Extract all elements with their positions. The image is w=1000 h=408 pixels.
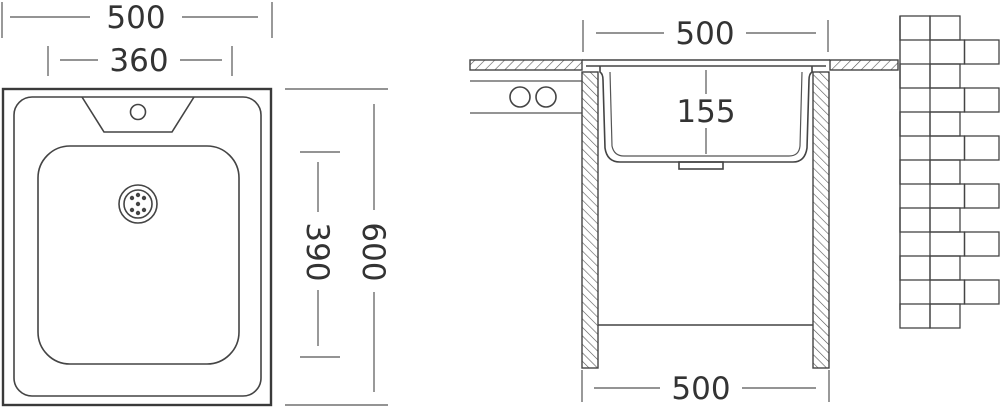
faucet-hole-icon <box>129 103 147 121</box>
brick <box>929 159 961 185</box>
brick <box>899 255 931 281</box>
brick <box>963 135 1000 161</box>
brick <box>899 111 931 137</box>
brick <box>929 15 961 41</box>
brick <box>929 183 966 209</box>
bowl-profile-inner <box>609 71 803 157</box>
sink-rim <box>13 96 262 397</box>
countertop-right <box>829 59 899 71</box>
brick <box>963 183 1000 209</box>
top-width-label: 500 <box>675 16 734 52</box>
brick <box>929 279 966 305</box>
brick <box>929 207 961 233</box>
brick <box>963 231 1000 257</box>
brick-wall-icon <box>899 15 1000 329</box>
brick <box>929 231 966 257</box>
brick <box>929 39 966 65</box>
faucet-deck <box>81 96 195 133</box>
brick <box>899 63 931 89</box>
dimension-bowl-height: 155 <box>676 70 736 154</box>
drain-outlet <box>678 161 724 170</box>
dimension-bowl-width: 360 <box>47 43 233 79</box>
brick <box>929 255 961 281</box>
brick <box>963 87 1000 113</box>
brick <box>899 207 931 233</box>
overall-depth-label: 600 <box>355 222 391 281</box>
pipe-icon <box>470 80 582 114</box>
dimension-top-width: 500 <box>582 16 829 52</box>
brick <box>899 303 931 329</box>
dimension-overall-depth: 600 <box>285 88 391 406</box>
brick <box>899 159 931 185</box>
brick <box>899 15 931 41</box>
brick <box>929 303 961 329</box>
brick <box>929 111 961 137</box>
bowl-width-label: 360 <box>109 43 168 79</box>
dimension-overall-width: 500 <box>1 0 273 38</box>
brick <box>963 279 1000 305</box>
side-view: 500 155 <box>469 15 1000 407</box>
bottom-width-label: 500 <box>671 371 730 407</box>
top-view: 500 360 <box>1 0 391 407</box>
brick <box>929 63 961 89</box>
dimension-bottom-width: 500 <box>581 370 830 407</box>
drain-icon <box>118 184 158 224</box>
sink-bowl <box>37 145 240 365</box>
dimension-bowl-depth: 390 <box>299 151 340 358</box>
cabinet-left-panel <box>581 71 599 369</box>
brick <box>929 87 966 113</box>
bowl-height-label: 155 <box>676 94 735 130</box>
cabinet-right-panel <box>812 71 830 369</box>
bowl-depth-label: 390 <box>299 222 335 281</box>
overall-width-label: 500 <box>106 0 165 36</box>
countertop-left <box>469 59 583 71</box>
brick <box>963 39 1000 65</box>
brick <box>929 135 966 161</box>
sink-outer-edge <box>1 87 273 407</box>
